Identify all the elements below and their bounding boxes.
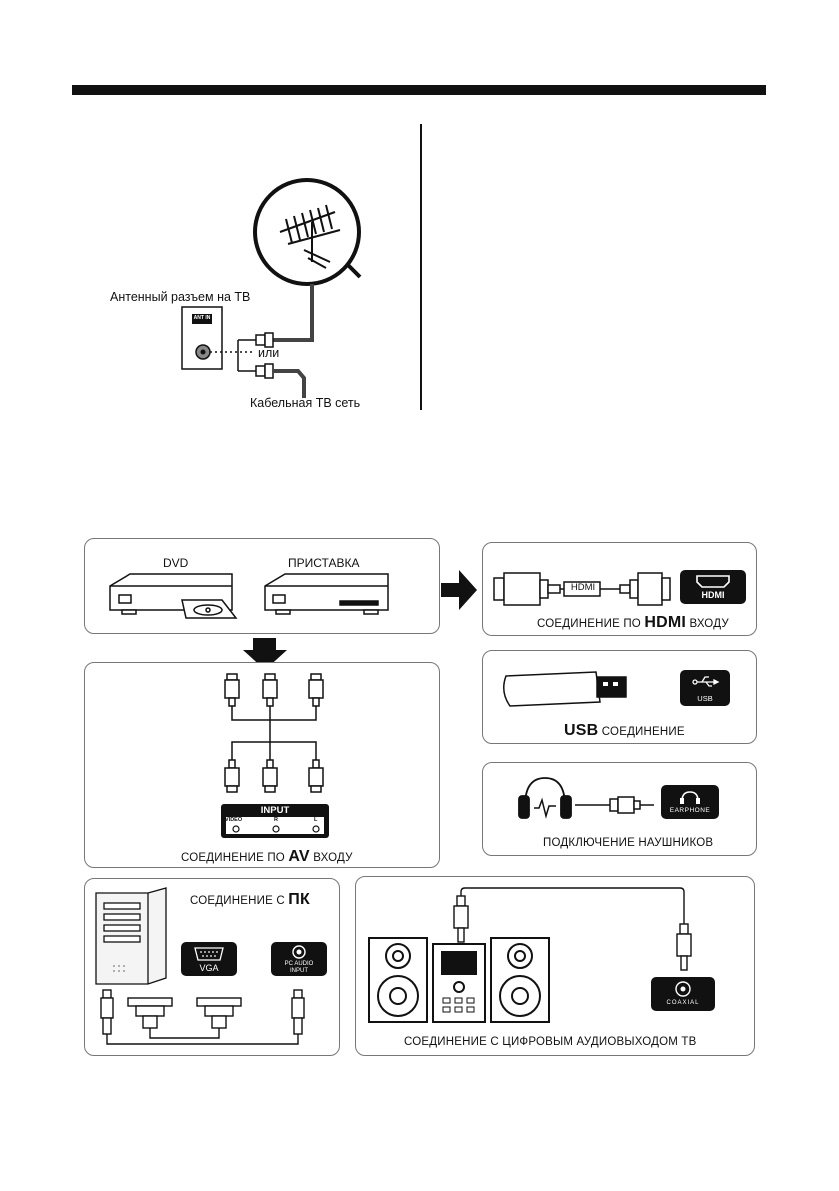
headphones-icon <box>518 777 572 819</box>
av-jack-r: R <box>274 817 278 823</box>
or-label: или <box>258 346 280 360</box>
antenna-socket-label: Антенный разъем на ТВ <box>110 290 251 304</box>
coaxial-port-label: COAXIAL <box>666 1000 700 1006</box>
av-jack-video: VIDEO <box>225 817 243 823</box>
pc-caption: СОЕДИНЕНИЕ С ПК <box>190 891 310 908</box>
pc-audio-label-2: INPUT <box>290 967 308 974</box>
hdmi-cable-label: HDMI <box>570 582 596 593</box>
earphone-caption: ПОДКЛЮЧЕНИЕ НАУШНИКОВ <box>543 837 714 849</box>
coaxial-port-icon: COAXIAL <box>651 977 715 1011</box>
vga-port-icon: VGA <box>181 942 237 976</box>
antenna-icon <box>279 204 341 269</box>
dvd-player-icon <box>109 573 238 619</box>
arrow-right-icon <box>441 570 477 610</box>
vga-port-label: VGA <box>199 963 219 973</box>
arrow-down-icon <box>243 638 287 670</box>
pc-tower-icon <box>95 887 167 985</box>
av-caption: СОЕДИНЕНИЕ ПО AV ВХОДУ <box>181 848 353 865</box>
coaxial-cable-icon <box>453 887 692 971</box>
rca-cable-icon <box>224 673 324 793</box>
ant-in-badge: ANT IN <box>193 315 211 321</box>
pc-audio-label-1: PC AUDIO <box>284 961 314 967</box>
header-rule <box>72 85 766 95</box>
usb-caption: USB СОЕДИНЕНИЕ <box>564 722 685 739</box>
usb-stick-icon <box>503 671 627 707</box>
usb-port-label: USB <box>697 694 713 703</box>
earphone-plug-icon <box>575 796 654 814</box>
speaker-system-icon <box>368 937 550 1023</box>
coaxial-caption: СОЕДИНЕНИЕ С ЦИФРОВЫМ АУДИОВЫХОДОМ ТВ <box>404 1036 697 1048</box>
hdmi-caption: СОЕДИНЕНИЕ ПО HDMI ВХОДУ <box>537 614 729 631</box>
hdmi-port-icon: HDMI <box>680 570 746 604</box>
pc-audio-port-icon: PC AUDIO INPUT <box>271 942 327 976</box>
column-divider <box>420 124 422 410</box>
dvd-label: DVD <box>163 556 189 570</box>
stb-label: ПРИСТАВКА <box>288 556 360 570</box>
cable-network-label: Кабельная ТВ сеть <box>250 396 361 410</box>
vga-cable-icon <box>100 989 305 1045</box>
set-top-box-icon <box>264 573 389 615</box>
av-jack-l: L <box>314 817 318 823</box>
hdmi-cable-icon <box>493 572 671 606</box>
usb-port-icon: USB <box>680 670 730 706</box>
earphone-port-label: EARPHONE <box>669 807 711 814</box>
av-input-title: INPUT <box>260 805 290 816</box>
earphone-port-icon: EARPHONE <box>661 785 719 819</box>
hdmi-port-label: HDMI <box>701 590 725 600</box>
